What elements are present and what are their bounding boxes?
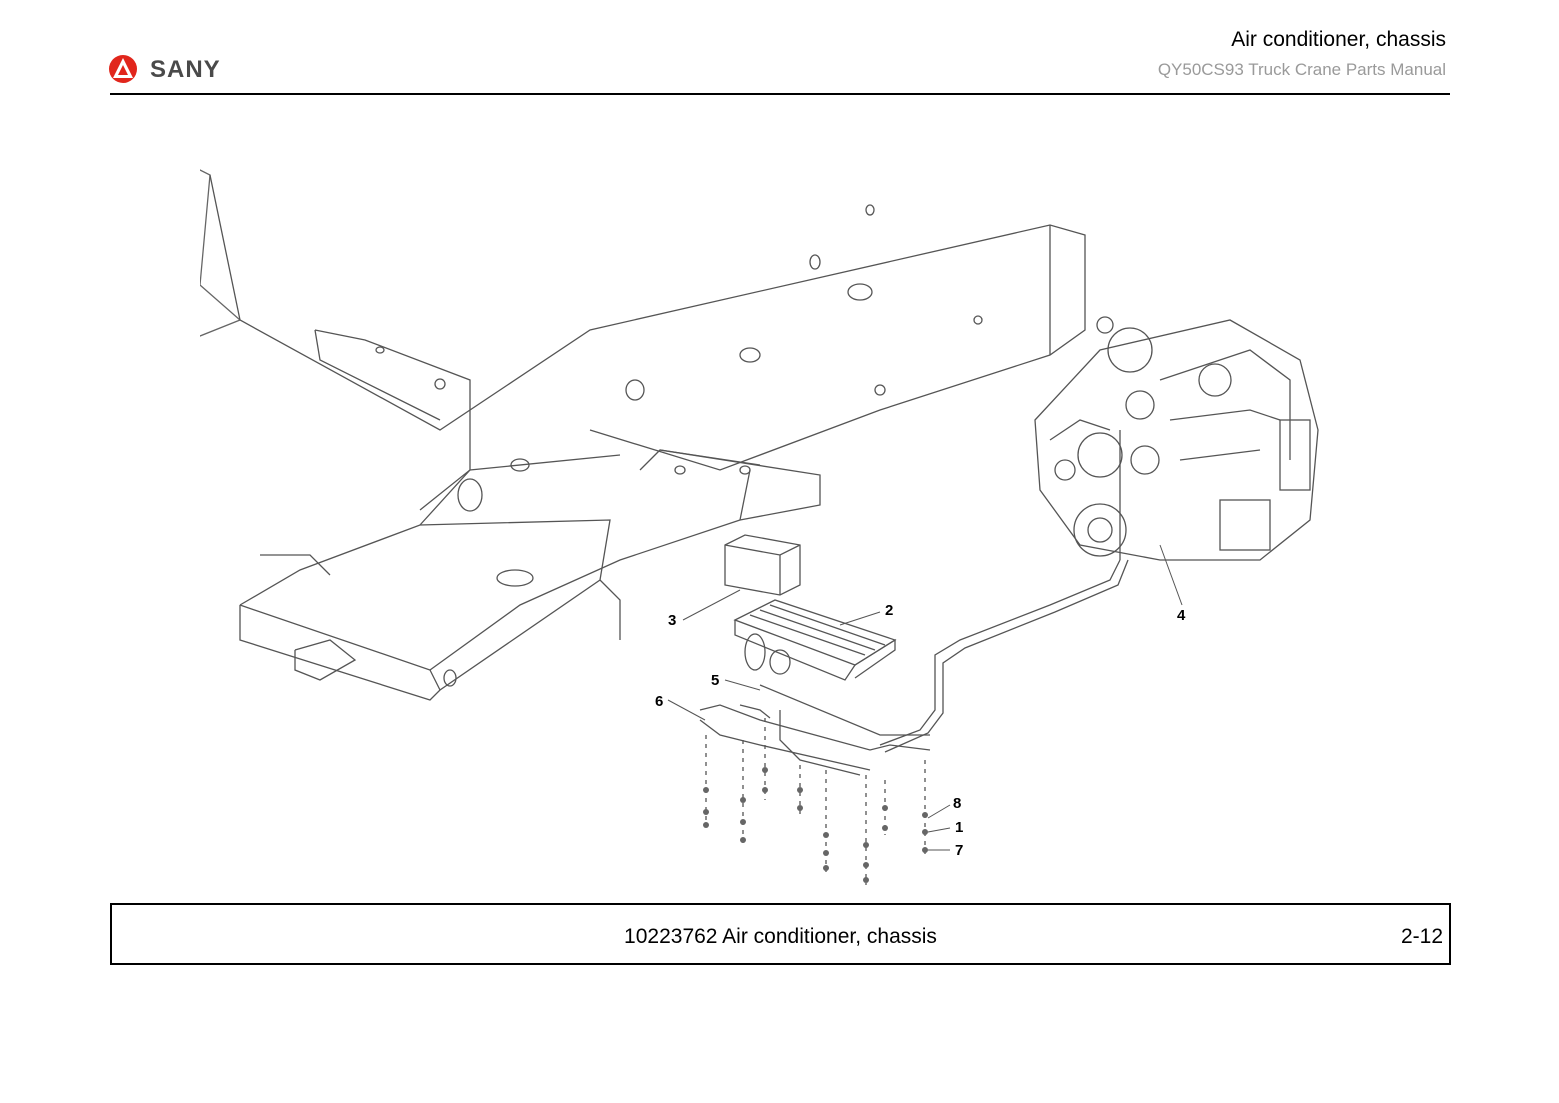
manual-subtitle: QY50CS93 Truck Crane Parts Manual	[1157, 60, 1446, 79]
figure-caption: 10223762 Air conditioner, chassis	[624, 925, 937, 948]
page-number: 2-12	[1400, 925, 1443, 948]
callout-2: 2	[885, 602, 893, 619]
chassis-frame	[200, 169, 1086, 701]
exploded-parts-drawing: 1 2 3 4 5 6 7 8	[200, 169, 1319, 885]
callout-8: 8	[953, 795, 961, 812]
brand-name: SANY	[150, 56, 221, 83]
callout-5: 5	[711, 672, 719, 689]
caption-box: 10223762 Air conditioner, chassis 2-12	[110, 903, 1451, 965]
callout-6: 6	[655, 693, 663, 710]
leader-lines	[667, 544, 1183, 851]
page-title: Air conditioner, chassis	[1231, 28, 1446, 51]
bolt-heads	[703, 767, 928, 883]
ac-control-box	[724, 534, 801, 596]
callout-4: 4	[1177, 607, 1186, 624]
callout-7: 7	[955, 842, 963, 859]
refrigerant-pipe	[879, 559, 1129, 753]
header-divider	[110, 93, 1450, 95]
sany-logo	[109, 55, 137, 83]
condenser-unit	[733, 599, 897, 681]
callout-1: 1	[955, 819, 963, 836]
fasteners	[705, 718, 926, 885]
engine-assembly	[1034, 316, 1319, 561]
mounting-bracket	[699, 684, 931, 776]
callout-3: 3	[668, 612, 676, 629]
